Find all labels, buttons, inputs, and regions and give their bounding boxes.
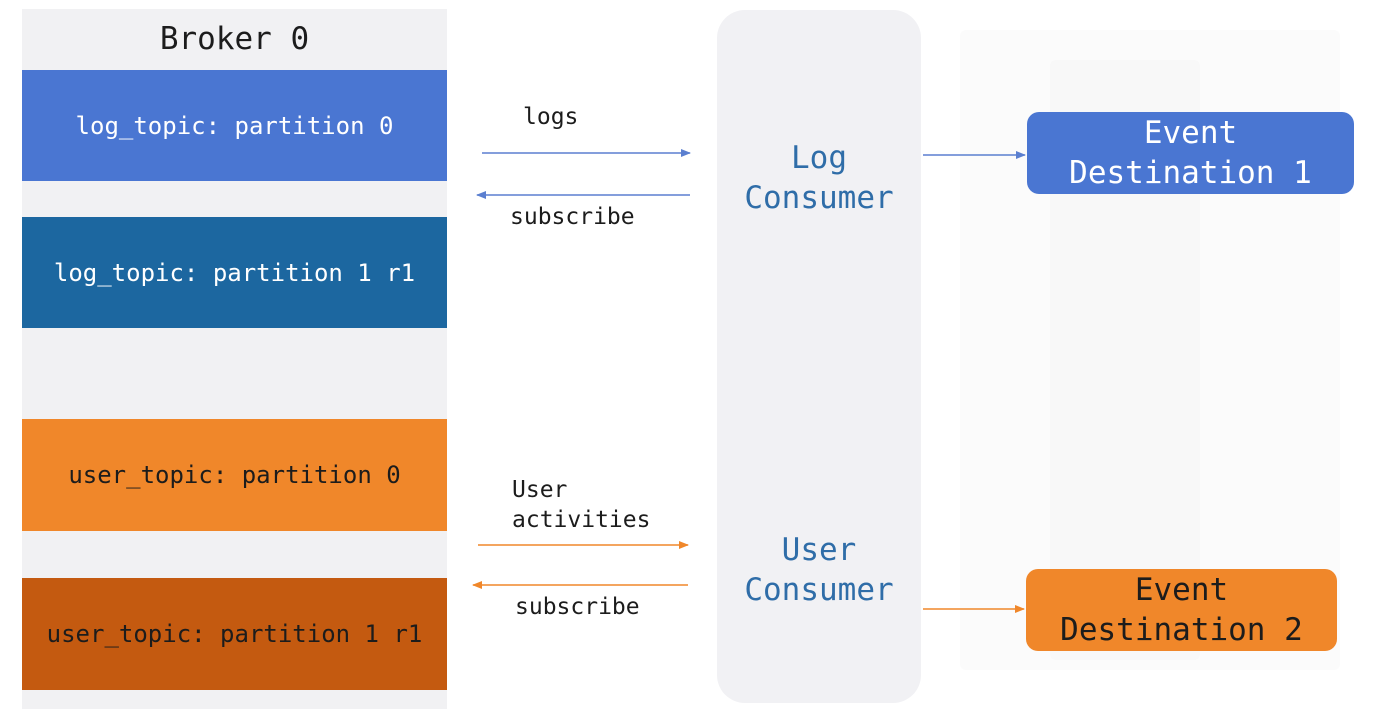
consumers-panel [717, 10, 921, 703]
partition-user-topic-0: user_topic: partition 0 [22, 419, 447, 531]
logs-flow-label: logs [523, 104, 579, 130]
partition-label: log_topic: partition 0 [75, 111, 394, 140]
event-destination-1: Event Destination 1 [1027, 112, 1354, 194]
user-subscribe-label: subscribe [515, 594, 640, 620]
partition-label: user_topic: partition 0 [68, 461, 401, 489]
log-consumer-label: Log Consumer [744, 140, 894, 216]
partition-label: log_topic: partition 1 r1 [53, 258, 416, 287]
partition-user-topic-1: user_topic: partition 1 r1 [22, 578, 447, 690]
broker-title: Broker 0 [159, 21, 310, 57]
destination-label: Event Destination 1 [1069, 115, 1312, 191]
partition-label: user_topic: partition 1 r1 [46, 620, 423, 648]
user-activities-flow-label: User activities [512, 477, 651, 533]
event-destination-2: Event Destination 2 [1026, 569, 1337, 651]
destination-label: Event Destination 2 [1060, 572, 1303, 648]
user-consumer-label: User Consumer [744, 532, 894, 608]
log-subscribe-label: subscribe [510, 204, 635, 230]
partition-log-topic-1: log_topic: partition 1 r1 [22, 217, 447, 328]
partition-log-topic-0: log_topic: partition 0 [22, 70, 447, 181]
